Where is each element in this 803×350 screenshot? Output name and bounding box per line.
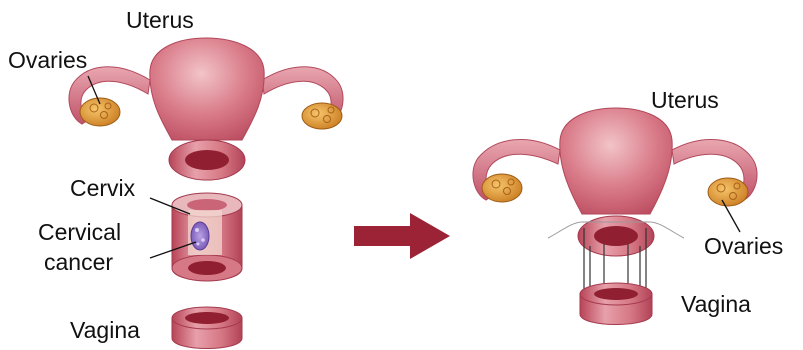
after-illustration: Uterus Ovaries Vagina [473, 87, 783, 325]
tumor [191, 222, 209, 250]
left-ovary [80, 98, 120, 126]
uterus-opening-lumen-after [594, 226, 638, 246]
vagina-segment [172, 307, 242, 349]
uterus-body-after [560, 108, 672, 214]
left-ovary-after [482, 174, 522, 202]
label-ovaries-after: Ovaries [704, 233, 783, 259]
before-illustration: Uterus Ovaries Cervix Cervical cancer Va… [8, 7, 343, 349]
uterus-opening-lumen [185, 150, 229, 170]
label-vagina-after: Vagina [681, 291, 751, 317]
label-ovaries-before: Ovaries [8, 47, 87, 73]
label-cervical-cancer-line2: cancer [44, 249, 113, 275]
right-ovary [302, 103, 342, 129]
transition-arrow [354, 213, 450, 259]
label-vagina-before: Vagina [70, 317, 140, 343]
uterus-body [150, 38, 264, 140]
label-cervix: Cervix [70, 175, 136, 201]
label-uterus-after: Uterus [651, 87, 719, 113]
right-ovary-after [708, 178, 748, 206]
label-cervical-cancer-line1: Cervical [38, 219, 121, 245]
label-uterus-before: Uterus [126, 7, 194, 33]
vagina-segment-after [580, 283, 652, 325]
